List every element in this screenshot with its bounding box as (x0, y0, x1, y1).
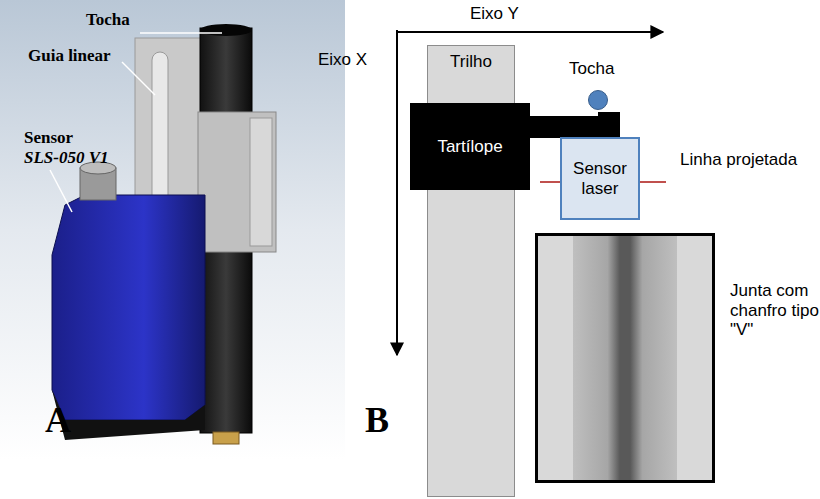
carriage-box: Tartílope (410, 103, 530, 190)
y-axis (397, 31, 663, 33)
render-background (0, 0, 345, 460)
node-text: Sensor laser (566, 159, 634, 198)
node-text: Tartílope (437, 137, 502, 157)
leader-line (122, 62, 155, 95)
leader-line (50, 170, 72, 212)
node-text: Trilho (450, 52, 492, 72)
panel-letter: A (45, 400, 71, 441)
torch-arm (530, 112, 609, 127)
part-label: Tocha (86, 10, 130, 30)
part-label: Sensor (24, 128, 73, 148)
torch-tip (213, 432, 239, 444)
sensor-base (52, 390, 205, 440)
node-text: Junta com chanfro tipo "V" (730, 281, 820, 340)
joint-box: Junta com chanfro tipo "V" (535, 233, 715, 483)
torch-top (200, 24, 252, 36)
axis-label: Eixo X (318, 50, 367, 70)
axis-label: Eixo Y (470, 4, 519, 24)
sensor-body (52, 195, 205, 420)
node-text: Tocha (569, 59, 614, 79)
part-label: SLS-050 V1 (24, 148, 109, 168)
torch-clamp-front (250, 118, 272, 246)
sensor-box: Sensor laser (560, 137, 640, 220)
x-axis (396, 30, 398, 355)
leader-line (140, 32, 222, 34)
panel-letter: B (365, 400, 389, 441)
part-label: Guia linear (28, 46, 111, 66)
note-label: Linha projetada (680, 150, 800, 170)
torch-clamp (198, 112, 276, 252)
torch-circle: Tocha (588, 90, 608, 110)
